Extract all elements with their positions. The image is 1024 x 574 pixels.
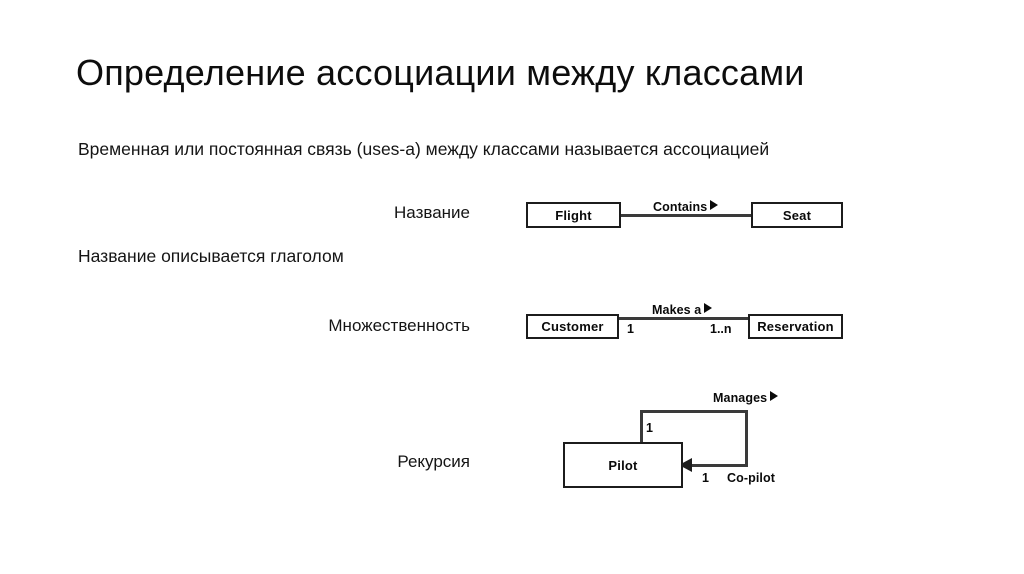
recursion-line-bottom [690,464,748,467]
class-box-seat: Seat [751,202,843,228]
class-box-customer-label: Customer [541,319,604,334]
association-line-makes-a [618,317,749,320]
association-label-makes-a-text: Makes a [652,303,702,317]
page-title: Определение ассоциации между классами [76,52,805,93]
association-label-manages-text: Manages [713,391,768,405]
class-box-reservation-label: Reservation [757,319,834,334]
class-box-seat-label: Seat [782,207,812,223]
recursion-line-vertical-right [745,410,748,467]
row-caption-multiplicity: Множественность [328,316,470,335]
association-label-makes-a: Makes a [652,303,713,317]
association-line-contains [620,214,752,217]
multiplicity-customer: 1 [627,322,634,336]
class-box-customer: Customer [526,314,619,339]
association-label-contains: Contains [653,200,719,214]
multiplicity-pilot-copilot: 1 [702,471,709,485]
recursion-line-vertical-left [640,410,643,444]
multiplicity-pilot-manages: 1 [646,421,653,435]
recursion-line-top [640,410,748,413]
verb-note-paragraph: Название описывается глаголом [78,246,344,266]
row-caption-recursion: Рекурсия [397,452,470,471]
class-box-reservation: Reservation [748,314,843,339]
triangle-right-icon [704,303,713,313]
intro-paragraph: Временная или постоянная связь (uses-a) … [78,139,770,159]
multiplicity-reservation: 1..n [710,322,732,336]
association-label-contains-text: Contains [653,200,708,214]
class-box-pilot: Pilot [563,442,683,488]
association-label-manages: Manages [713,391,779,405]
class-box-pilot-label: Pilot [608,457,638,473]
triangle-right-icon [710,200,719,210]
triangle-right-icon [770,391,779,401]
role-label-copilot: Co-pilot [727,471,776,485]
class-box-flight: Flight [526,202,621,228]
class-box-flight-label: Flight [555,207,592,223]
row-caption-name: Название [394,203,470,222]
